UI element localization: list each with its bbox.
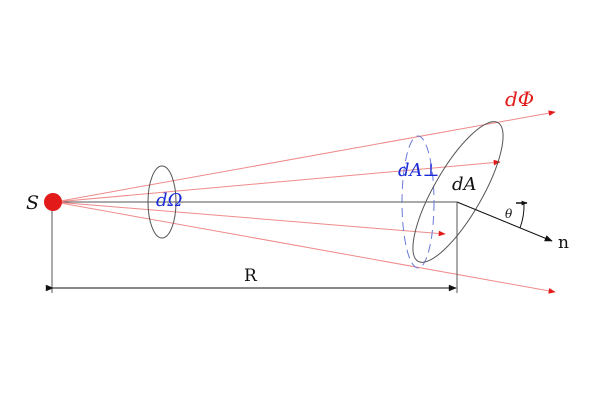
solid-angle-label: dΩ [156, 190, 183, 211]
perpendicular-area-label: dA⊥ [398, 160, 439, 181]
angle-arc [519, 202, 525, 229]
distance-label: R [244, 266, 258, 286]
normal-label: n [558, 233, 569, 253]
source-point [44, 193, 62, 211]
ray-upper [54, 159, 501, 203]
area-label: dA [452, 174, 477, 195]
tilted-area-ellipse [412, 121, 504, 263]
normal-vector [456, 201, 553, 242]
flux-label: dΦ [505, 87, 534, 111]
source-label: S [26, 192, 39, 214]
ray-bottom [54, 201, 556, 294]
ray-top [54, 110, 556, 203]
solid-angle-ellipse [147, 165, 177, 239]
ray-lower [54, 201, 446, 237]
angle-label: θ [505, 207, 513, 221]
perpendicular-area-ellipse [401, 135, 435, 269]
